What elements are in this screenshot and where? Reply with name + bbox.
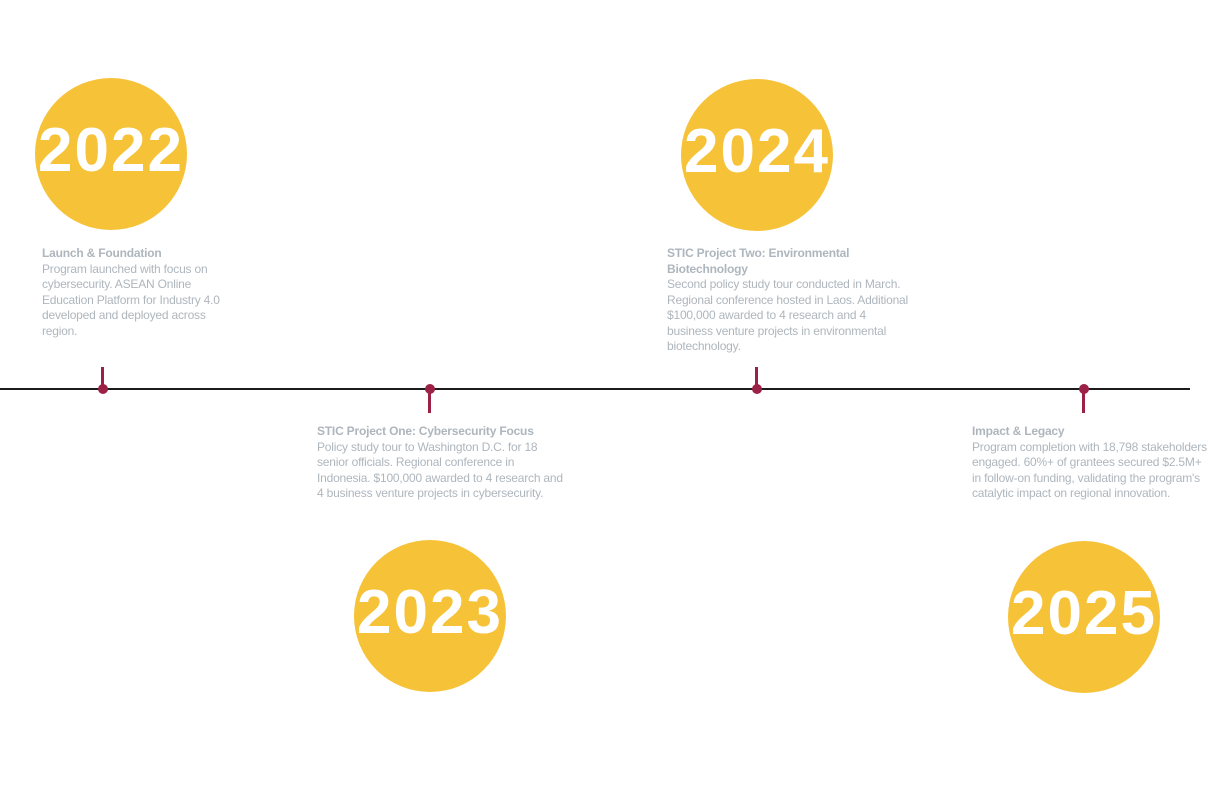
- milestone-2024-description: Second policy study tour conducted in Ma…: [667, 277, 908, 353]
- milestone-2023-heading: STIC Project One: Cybersecurity Focus: [317, 424, 534, 438]
- milestone-2025-description: Program completion with 18,798 stakehold…: [972, 439, 1207, 501]
- milestone-2023-circle: 2023: [354, 540, 506, 692]
- milestone-2024-tick-dot: [752, 384, 762, 394]
- milestone-2023-tick: [428, 390, 431, 413]
- milestone-2025-heading: Impact & Legacy: [972, 424, 1065, 438]
- timeline-axis-line: [0, 388, 1190, 390]
- milestone-2024-circle: 2024: [681, 79, 833, 231]
- milestone-2024-text: STIC Project Two: Environmental Biotechn…: [667, 246, 913, 355]
- milestone-2023-tick-dot: [425, 384, 435, 394]
- milestone-2025-circle: 2025: [1008, 541, 1160, 693]
- milestone-2025-tick: [1082, 390, 1085, 413]
- milestone-2022-tick: [101, 367, 104, 388]
- milestone-2025-text: Impact & Legacy Program completion with …: [972, 424, 1212, 502]
- milestone-2025-year-label: 2025: [1011, 579, 1157, 648]
- milestone-2022-text: Launch & Foundation Program launched wit…: [42, 246, 224, 339]
- milestone-2023-description: Policy study tour to Washington D.C. for…: [317, 439, 563, 501]
- milestone-2024-year-label: 2024: [684, 117, 830, 186]
- milestone-2022-description: Program launched with focus on cybersecu…: [42, 261, 220, 338]
- milestone-2024-heading: STIC Project Two: Environmental Biotechn…: [667, 246, 850, 276]
- milestone-2023-year-label: 2023: [357, 578, 503, 647]
- milestone-2025-tick-dot: [1079, 384, 1089, 394]
- milestone-2022-tick-dot: [98, 384, 108, 394]
- milestone-2022-year-label: 2022: [38, 116, 184, 185]
- milestone-2022-circle: 2022: [35, 78, 187, 230]
- milestone-2024-tick: [755, 367, 758, 388]
- milestone-2022-heading: Launch & Foundation: [42, 246, 162, 260]
- milestone-2023-text: STIC Project One: Cybersecurity Focus Po…: [317, 424, 567, 502]
